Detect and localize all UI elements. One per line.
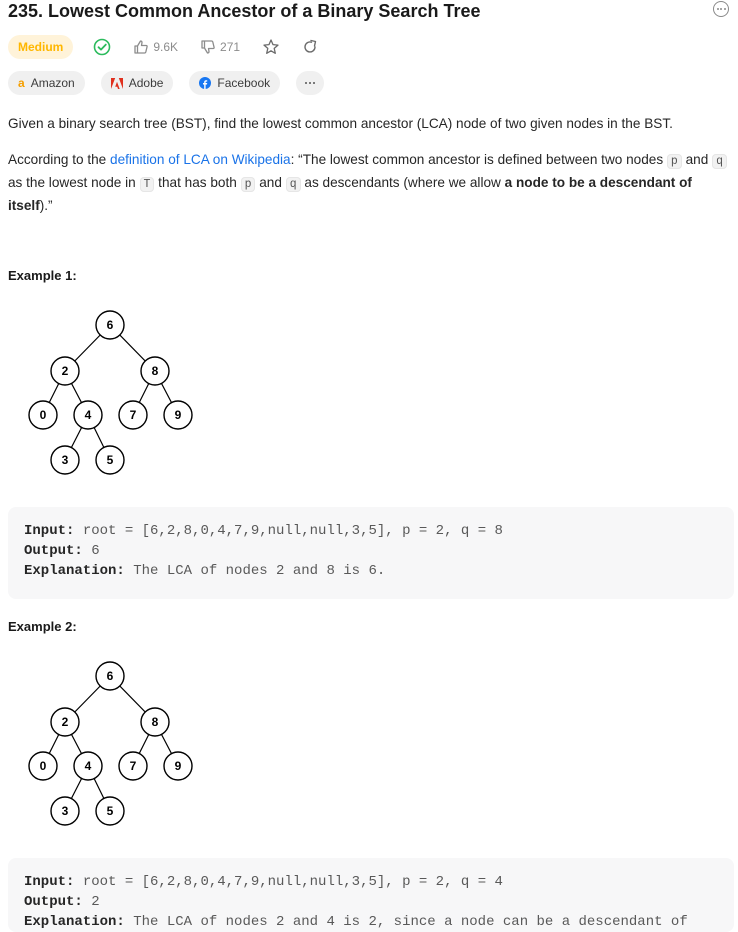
svg-text:5: 5 — [107, 804, 114, 818]
lca-wikipedia-link[interactable]: definition of LCA on Wikipedia — [110, 152, 291, 167]
company-tag-label: Amazon — [30, 76, 75, 90]
share-icon[interactable] — [302, 39, 318, 55]
tree-node: 3 — [50, 445, 80, 475]
problem-title: 235. Lowest Common Ancestor of a Binary … — [8, 1, 481, 21]
svg-text:5: 5 — [107, 453, 114, 467]
example-explanation-line: Explanation: The LCA of nodes 2 and 4 is… — [24, 914, 688, 930]
dislike-button[interactable]: 271 — [200, 39, 240, 55]
more-options-icon[interactable] — [713, 1, 729, 17]
tree-node: 8 — [140, 707, 170, 737]
svg-text:3: 3 — [62, 804, 69, 818]
tree-node: 5 — [95, 445, 125, 475]
example-2-block: Input: root = [6,2,8,0,4,7,9,null,null,3… — [8, 858, 734, 932]
tree-node: 0 — [28, 400, 58, 430]
like-count: 9.6K — [153, 40, 179, 54]
tree-node: 2 — [50, 707, 80, 737]
example-2-tree-diagram: 6 2 8 0 4 7 9 3 5 — [28, 661, 193, 826]
svg-text:9: 9 — [175, 759, 182, 773]
example-output-line: Output: 6 — [24, 543, 100, 559]
svg-text:4: 4 — [85, 759, 92, 773]
adobe-icon — [110, 77, 123, 89]
code-p: p — [666, 154, 682, 169]
example-input-line: Input: root = [6,2,8,0,4,7,9,null,null,3… — [24, 523, 503, 539]
svg-text:3: 3 — [62, 453, 69, 467]
tree-node: 4 — [73, 400, 103, 430]
company-tag-adobe[interactable]: Adobe — [100, 71, 174, 95]
problem-intro: Given a binary search tree (BST), find t… — [8, 116, 673, 131]
example-1-tree-diagram: 6 2 8 0 4 7 9 3 5 — [28, 310, 193, 475]
tree-node: 2 — [50, 356, 80, 386]
thumbs-up-icon — [133, 39, 149, 55]
svg-text:2: 2 — [62, 364, 69, 378]
svg-text:9: 9 — [175, 408, 182, 422]
svg-text:0: 0 — [40, 408, 47, 422]
svg-text:7: 7 — [130, 408, 137, 422]
tree-node: 3 — [50, 796, 80, 826]
code-q: q — [285, 177, 301, 192]
code-t: T — [139, 177, 155, 192]
svg-text:6: 6 — [107, 669, 114, 683]
company-tag-amazon[interactable]: a Amazon — [8, 71, 85, 95]
svg-text:4: 4 — [85, 408, 92, 422]
tree-node: 0 — [28, 751, 58, 781]
amazon-icon: a — [18, 76, 25, 90]
code-q: q — [712, 154, 727, 169]
tree-node: 8 — [140, 356, 170, 386]
example-output-line: Output: 2 — [24, 894, 100, 910]
tree-node: 5 — [95, 796, 125, 826]
tree-node: 4 — [73, 751, 103, 781]
company-tag-facebook[interactable]: Facebook — [189, 71, 281, 95]
difficulty-badge: Medium — [8, 35, 74, 59]
star-icon[interactable] — [262, 38, 280, 56]
tree-node: 6 — [95, 661, 125, 691]
solved-check-icon — [93, 38, 111, 56]
svg-text:7: 7 — [130, 759, 137, 773]
problem-meta-row: Medium 9.6K 271 — [8, 35, 318, 59]
tree-node: 7 — [118, 751, 148, 781]
tree-node: 6 — [95, 310, 125, 340]
svg-text:8: 8 — [152, 715, 159, 729]
bold-text: a node to be a descendant of itself — [8, 175, 692, 213]
dislike-count: 271 — [220, 40, 241, 54]
example-input-line: Input: root = [6,2,8,0,4,7,9,null,null,3… — [24, 874, 503, 890]
example-explanation-line: Explanation: The LCA of nodes 2 and 8 is… — [24, 563, 386, 579]
like-button[interactable]: 9.6K — [133, 39, 178, 55]
thumbs-down-icon — [200, 39, 216, 55]
svg-text:0: 0 — [40, 759, 47, 773]
company-tags: a Amazon Adobe Facebook — [8, 71, 325, 95]
svg-text:6: 6 — [107, 318, 114, 332]
company-tag-label: Facebook — [217, 76, 271, 90]
svg-text:8: 8 — [152, 364, 159, 378]
svg-text:2: 2 — [62, 715, 69, 729]
problem-definition: According to the definition of LCA on Wi… — [8, 149, 732, 216]
company-tag-label: Adobe — [128, 76, 164, 90]
example-2-title: Example 2: — [8, 619, 77, 634]
tree-node: 7 — [118, 400, 148, 430]
code-p: p — [240, 177, 256, 192]
example-1-block: Input: root = [6,2,8,0,4,7,9,null,null,3… — [8, 507, 734, 599]
example-1-title: Example 1: — [8, 268, 77, 283]
more-companies-button[interactable] — [296, 71, 325, 95]
tree-node: 9 — [163, 751, 193, 781]
tree-node: 9 — [163, 400, 193, 430]
facebook-icon — [199, 77, 212, 89]
